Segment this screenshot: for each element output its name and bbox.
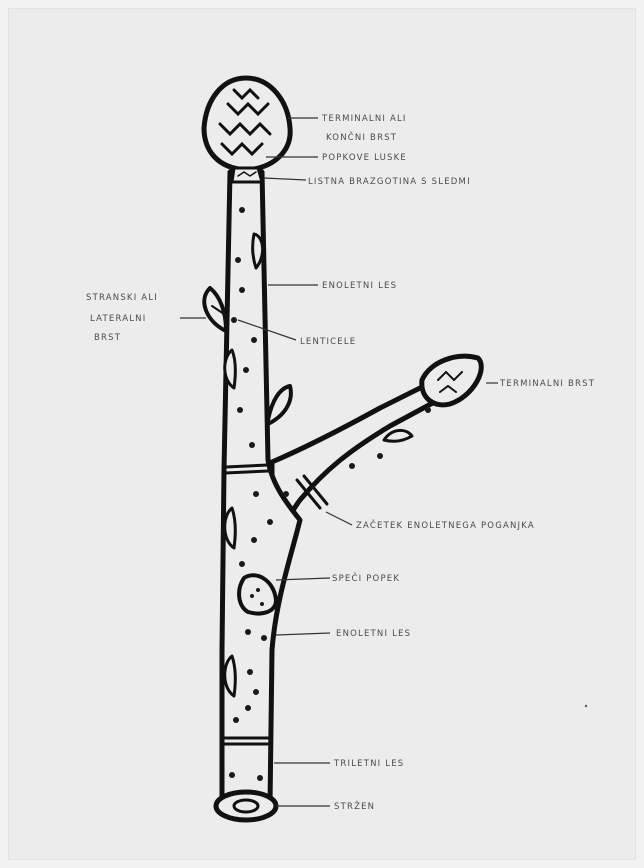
label-terminal-bud-branch: TERMINALNI BRST [499, 379, 595, 389]
lateral-bud-right [268, 386, 291, 424]
dormant-bud-dot [260, 602, 264, 606]
leaf-scar-1 [253, 234, 263, 268]
branch-terminal-bud [422, 356, 481, 405]
label-three-year-wood: TRILETNI LES [333, 759, 404, 769]
annual-boundary-line [226, 465, 268, 467]
label-terminal-bud-line1: TERMINALNI ALI [321, 114, 407, 124]
bud-scales-base [232, 168, 262, 182]
label-lenticels: LENTICELE [300, 337, 356, 347]
pith-center [234, 800, 258, 812]
label-dormant-bud: SPEČI POPEK [332, 572, 400, 584]
label-bud-scales: POPKOVE LUSKE [322, 153, 407, 163]
leader-annual-growth-start [326, 512, 352, 525]
label-terminal-bud-line2: KONČNI BRST [326, 131, 397, 143]
leader-annual-wood-mid [276, 633, 330, 635]
annual-boundary-line-2 [225, 471, 268, 473]
dormant-bud-dot [250, 594, 254, 598]
label-annual-growth-start: ZAČETEK ENOLETNEGA POGANJKA [356, 519, 535, 531]
label-annual-wood-top: ENOLETNI LES [322, 281, 397, 291]
label-pith: STRŽEN [334, 800, 375, 812]
label-lateral-bud-line1: STRANSKI ALI [86, 293, 158, 303]
dormant-bud-dot [256, 588, 260, 592]
label-leaf-scar: LISTNA BRAZGOTINA S SLEDMI [308, 177, 471, 187]
label-lateral-bud-line2: LATERALNI [90, 314, 146, 324]
leader-leaf-scar [264, 178, 306, 180]
label-annual-wood-mid: ENOLETNI LES [336, 629, 411, 639]
paper-speck [585, 705, 587, 707]
label-lateral-bud-line3: BRST [94, 333, 121, 343]
leaf-scar-branch [384, 430, 412, 441]
